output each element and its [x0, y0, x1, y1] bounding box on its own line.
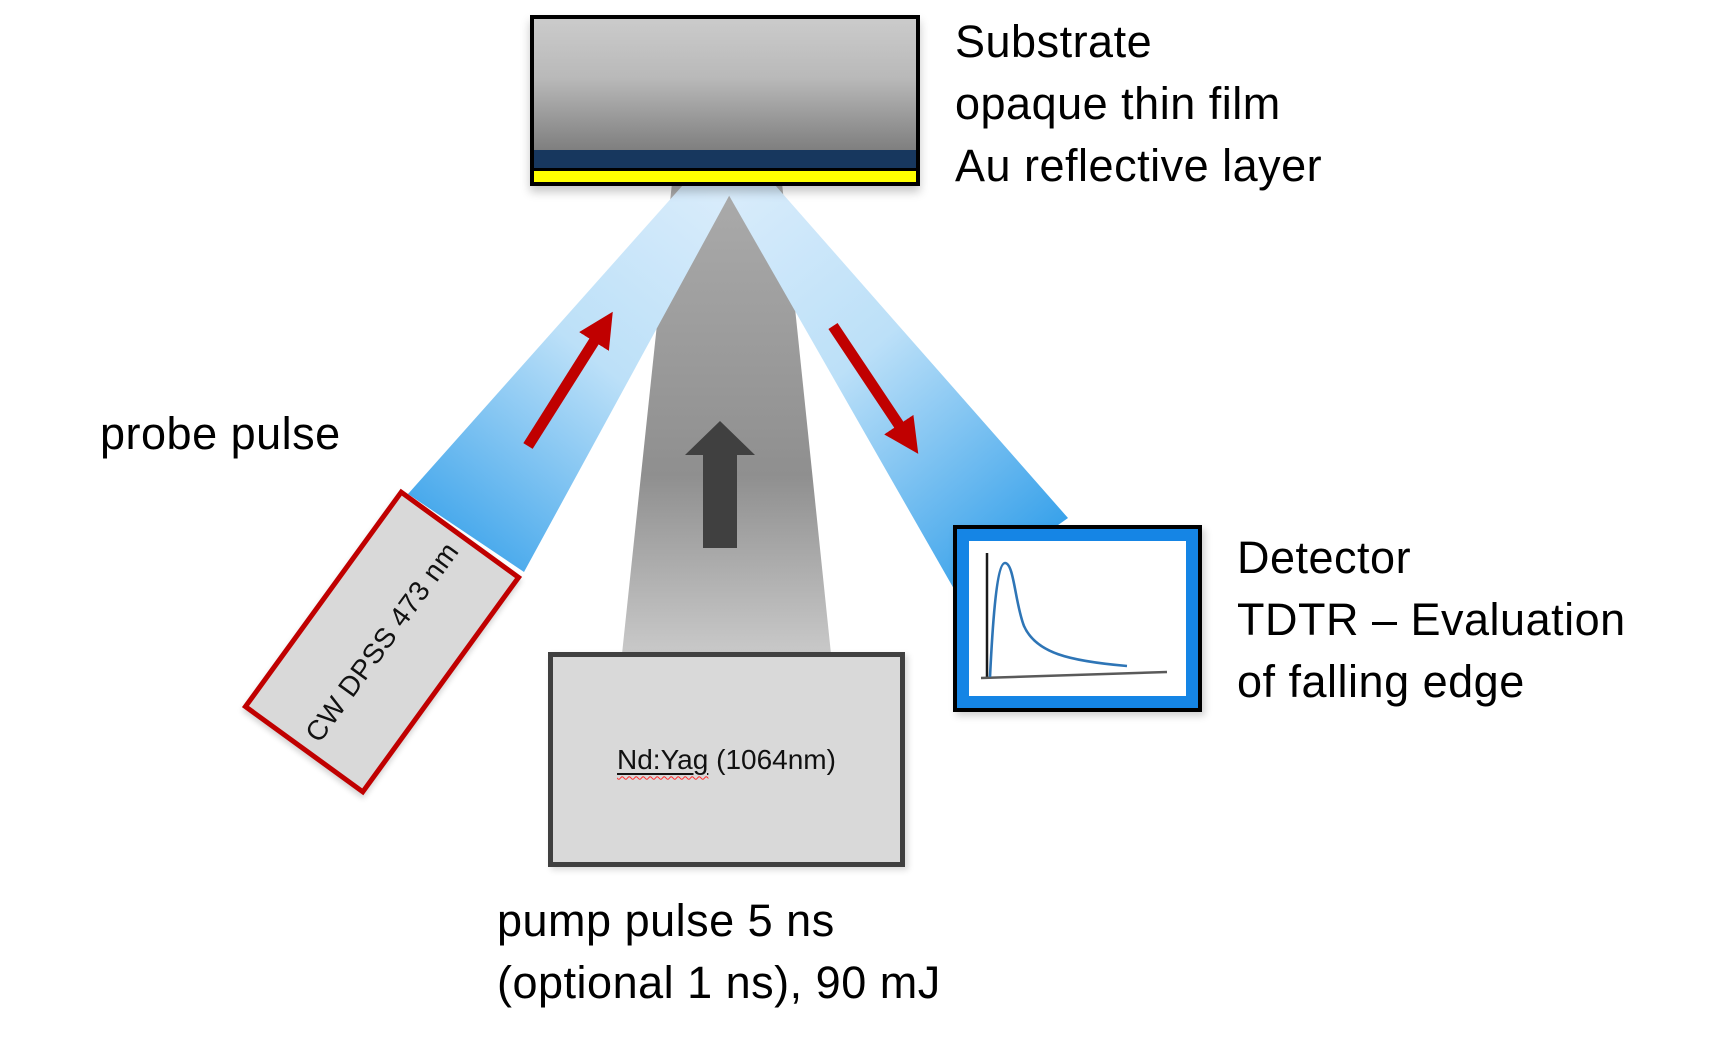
pump-laser-wavelength: (1064nm) — [708, 743, 836, 775]
substrate-caption: Substrate opaque thin film Au reflective… — [955, 11, 1322, 197]
tdtr-signal-plot — [980, 553, 1168, 680]
detector-caption-line: TDTR – Evaluation — [1237, 594, 1626, 645]
detector-box — [953, 525, 1202, 712]
plot-x-axis — [980, 670, 1168, 680]
detector-caption: Detector TDTR – Evaluation of falling ed… — [1237, 527, 1626, 713]
substrate-caption-line: opaque thin film — [955, 78, 1281, 129]
substrate-caption-line: Substrate — [955, 16, 1153, 67]
pump-laser-box: Nd:Yag (1064nm) — [548, 652, 905, 867]
probe-incident-arrow-icon — [523, 311, 613, 449]
detector-caption-line: Detector — [1237, 532, 1412, 583]
pump-laser-label: Nd:Yag (1064nm) — [617, 744, 836, 776]
substrate-layer — [534, 19, 916, 150]
pump-caption-line: pump pulse 5 ns — [497, 895, 835, 946]
probe-reflected-beam — [723, 185, 1068, 596]
pump-pulse-caption: pump pulse 5 ns (optional 1 ns), 90 mJ — [497, 890, 941, 1014]
pump-laser-name: Nd:Yag — [617, 743, 709, 775]
tdtr-signal-curve — [988, 561, 1128, 678]
probe-pulse-label: probe pulse — [100, 408, 341, 459]
probe-reflected-arrow-icon — [828, 322, 919, 454]
detector-caption-line: of falling edge — [1237, 656, 1525, 707]
substrate-caption-line: Au reflective layer — [955, 140, 1323, 191]
opaque-thin-film-layer — [534, 150, 916, 168]
detector-screen — [969, 541, 1186, 696]
substrate-sample — [530, 15, 920, 186]
au-reflective-layer — [534, 168, 916, 182]
pump-beam — [622, 183, 831, 654]
pump-caption-line: (optional 1 ns), 90 mJ — [497, 957, 941, 1008]
pump-direction-arrow-icon — [685, 421, 755, 548]
